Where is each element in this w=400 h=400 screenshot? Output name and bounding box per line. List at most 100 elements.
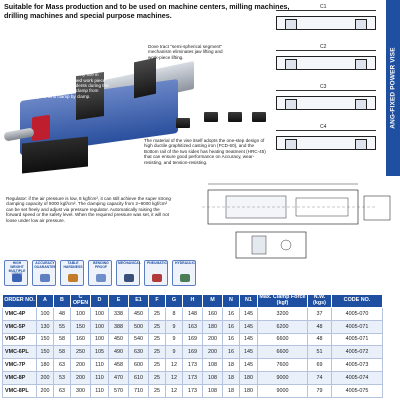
column-header: N (222, 294, 240, 308)
table-cell: 630 (128, 345, 149, 360)
table-cell: 163 (182, 319, 203, 334)
feature-badge: TABLE HARDNESS (60, 260, 84, 286)
table-cell: 63 (53, 383, 71, 398)
table-cell: 145 (239, 358, 258, 372)
feature-badge: MECHANICAL (116, 260, 141, 286)
table-cell: 25 (148, 319, 166, 334)
table-cell: 145 (239, 332, 258, 347)
table-cell: 25 (148, 332, 166, 347)
table-cell: 37 (307, 307, 332, 321)
column-header: N1 (239, 294, 258, 308)
table-cell: 150 (70, 319, 91, 334)
jaw-pad-image (228, 112, 242, 122)
table-cell: 470 (108, 370, 129, 385)
diagram-body (276, 56, 376, 70)
order-number-cell: VMC-6PL (2, 345, 37, 360)
table-cell: 173 (182, 370, 203, 385)
table-cell: 25 (148, 358, 166, 372)
table-cell: 145 (239, 345, 258, 360)
table-cell: 180 (202, 319, 223, 334)
table-cell: 108 (202, 358, 223, 372)
feature-badge: PNEUMATIC (144, 260, 168, 286)
table-cell: 458 (108, 358, 129, 372)
note-regulator: Regulator: if the air pressure is low, 8… (6, 196, 171, 223)
table-cell: 6600 (257, 332, 308, 347)
feature-icon (68, 274, 78, 282)
table-cell: 9000 (257, 383, 308, 398)
feature-badge: BENDING PROOF (88, 260, 112, 286)
table-cell: 450 (128, 307, 149, 321)
feature-icon (12, 274, 22, 282)
table-cell: 130 (36, 319, 54, 334)
column-header: D (90, 294, 109, 308)
feature-label: HYDRAULIC (175, 261, 195, 265)
feature-icon (40, 274, 50, 282)
diagram-label: C2 (320, 44, 327, 50)
dimension-line (276, 90, 376, 91)
order-number-cell: VMC-5P (2, 319, 37, 334)
feature-icon (124, 274, 134, 282)
feature-label: PNEUMATIC (147, 261, 167, 265)
feature-icon (96, 274, 106, 282)
column-header: M (202, 294, 223, 308)
table-cell: 110 (90, 370, 109, 385)
table-cell: 8 (165, 307, 183, 321)
jaw-pad-image (252, 112, 266, 122)
table-cell: 490 (108, 345, 129, 360)
table-cell: 300 (70, 383, 91, 398)
table-cell: 145 (239, 307, 258, 321)
column-header: Max. Clamp Force (kgf) (257, 294, 308, 308)
table-cell: 100 (36, 307, 54, 321)
feature-label: MECHANICAL (118, 261, 141, 265)
table-cell: 25 (148, 383, 166, 398)
table-cell: 108 (202, 370, 223, 385)
column-header: G (165, 294, 183, 308)
diagram-body (276, 16, 376, 30)
jaw-pad-image (176, 118, 190, 128)
table-cell: 105 (90, 345, 109, 360)
table-cell: 200 (36, 370, 54, 385)
diagram-label: C4 (320, 124, 327, 130)
table-cell: 180 (36, 358, 54, 372)
column-header: H (182, 294, 203, 308)
column-header: CODE NO. (331, 294, 383, 308)
jaw-diagram: C3 (270, 84, 382, 114)
table-cell: 16 (222, 332, 240, 347)
table-cell: 169 (182, 345, 203, 360)
table-cell: 500 (128, 319, 149, 334)
table-cell: 18 (222, 358, 240, 372)
table-cell: 48 (307, 332, 332, 347)
table-cell: 570 (108, 383, 129, 398)
table-cell: 55 (53, 319, 71, 334)
dimension-line (276, 10, 376, 11)
feature-icon (152, 274, 162, 282)
column-header: C OPEN (70, 294, 91, 308)
table-cell: 12 (165, 383, 183, 398)
note-safety-distance: The greatest safety distance of clamping… (18, 56, 113, 99)
feature-badge: ACCURACY GUARANTEE (32, 260, 56, 286)
column-header: B (53, 294, 71, 308)
order-number-cell: VMC-4P (2, 307, 37, 321)
table-cell: 53 (53, 370, 71, 385)
table-cell: 110 (90, 358, 109, 372)
table-cell: 200 (202, 332, 223, 347)
table-cell: 79 (307, 383, 332, 398)
table-cell: 100 (90, 307, 109, 321)
drawing-bore (280, 239, 292, 251)
column-header: F (148, 294, 166, 308)
table-cell: 200 (202, 345, 223, 360)
table-cell: 18 (222, 370, 240, 385)
column-header: E1 (128, 294, 149, 308)
table-cell: 7600 (257, 358, 308, 372)
table-cell: 110 (90, 383, 109, 398)
table-cell: 200 (36, 383, 54, 398)
table-cell: 58 (53, 332, 71, 347)
table-cell: 610 (128, 370, 149, 385)
table-cell: 48 (307, 319, 332, 334)
table-cell: 16 (222, 345, 240, 360)
